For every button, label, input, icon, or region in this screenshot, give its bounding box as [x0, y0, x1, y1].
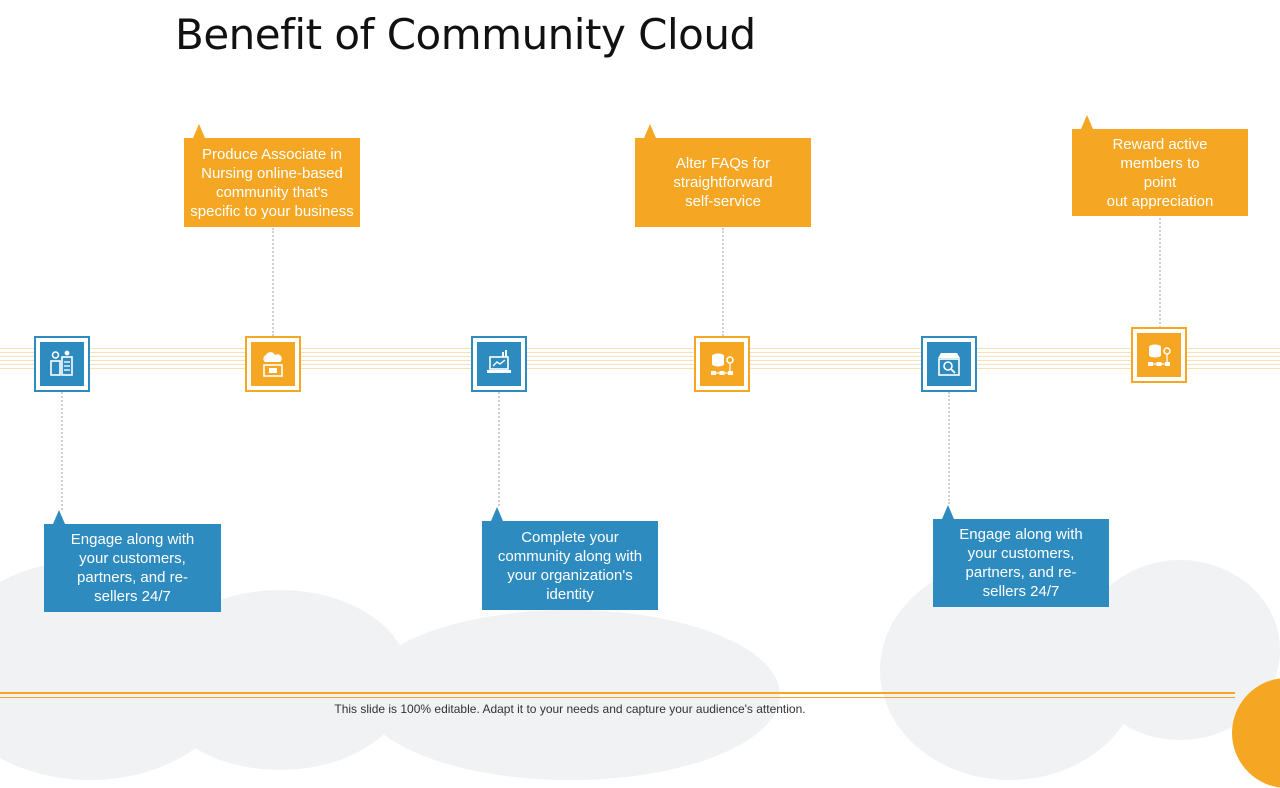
callout-text: Produce Associate in Nursing online-base…: [190, 145, 354, 220]
laptop-chart-icon: [487, 350, 511, 373]
timeline-node-2: [245, 336, 301, 392]
callout-pointer: [942, 505, 954, 519]
connector: [1159, 218, 1161, 328]
callout-pointer: [1081, 115, 1093, 129]
database-network-icon: [711, 353, 734, 375]
timeline-band: [0, 348, 1280, 372]
callout-top-3: Reward active members to point out appre…: [1072, 115, 1248, 216]
callout-bottom-2: Complete your community along with your …: [482, 507, 658, 610]
timeline-node-6: [1131, 327, 1187, 383]
callout-pointer: [53, 510, 65, 524]
timeline-node-3: [471, 336, 527, 392]
callout-top-2: Alter FAQs for straightforward self-serv…: [635, 124, 811, 227]
callout-text: Reward active members to point out appre…: [1106, 135, 1214, 210]
footer-line: [0, 697, 1235, 698]
callout-text: Engage along with your customers, partne…: [959, 526, 1083, 600]
timeline-node-1: [34, 336, 90, 392]
footer-text: This slide is 100% editable. Adapt it to…: [334, 702, 806, 716]
background-cloud: [360, 610, 780, 780]
callout-pointer: [491, 507, 503, 521]
timeline-node-5: [921, 336, 977, 392]
callout-bottom-1: Engage along with your customers, partne…: [44, 510, 221, 612]
callout-pointer: [193, 124, 205, 138]
database-network-icon: [1148, 344, 1171, 366]
connector: [722, 228, 724, 336]
callout-pointer: [644, 124, 656, 138]
callout-text: Alter FAQs for straightforward self-serv…: [673, 155, 773, 210]
callout-text: Complete your community along with your …: [497, 528, 643, 603]
connector: [498, 392, 500, 506]
connector: [272, 228, 274, 336]
callout-text: Engage along with your customers, partne…: [70, 531, 195, 605]
page-title: Benefit of Community Cloud: [175, 10, 756, 59]
callout-top-1: Produce Associate in Nursing online-base…: [184, 124, 360, 227]
building-people-icon: [50, 350, 73, 376]
callout-bottom-3: Engage along with your customers, partne…: [933, 505, 1109, 607]
cloud-computer-icon: [263, 352, 283, 377]
connector: [948, 392, 950, 504]
timeline-node-4: [694, 336, 750, 392]
store-search-icon: [938, 353, 960, 376]
connector: [61, 392, 63, 510]
footer-line: [0, 692, 1235, 694]
